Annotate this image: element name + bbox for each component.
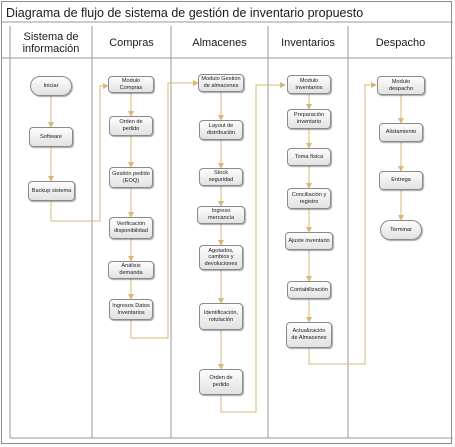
connector-almacenes-inventarios (220, 82, 286, 413)
node-modulo-inventarios: Modulo inventarios (287, 75, 331, 94)
node-layout-distribucion: Layout de distribución (199, 120, 243, 140)
node-entrega: Entrega (379, 171, 423, 190)
node-contabilizacion: Contabilización (287, 281, 331, 299)
node-gestion-pedido: Gestión pedido (EOQ) (109, 167, 153, 188)
node-ingreso-mercancia: Ingreso mercancía (197, 206, 245, 224)
node-preparacion-inventario: Preparación inventario (287, 109, 331, 129)
node-backup-sistema: Backup sistema (28, 181, 75, 201)
diagram-title: Diagrama de flujo de sistema de gestión … (6, 6, 364, 20)
node-toma-fisica: Toma física (287, 148, 331, 166)
lane-header-despacho: Despacho (375, 36, 426, 49)
node-verificacion-disponibilidad: Verificación disponibilidad (109, 217, 153, 239)
node-orden-pedido-compras: Orden de pedido (109, 116, 153, 136)
node-orden-pedido-almacenes: Orden de pedido (199, 369, 243, 395)
connector-compras-almacenes (130, 80, 199, 339)
node-agotados-cambios-devoluciones: Agotados, cambios y devoluciones (199, 245, 243, 270)
node-software: Software (29, 127, 73, 147)
connector-inventarios-despacho (308, 82, 377, 365)
node-modulo-gestion-almacenes: Modulo Gestión de almacenes (198, 74, 244, 92)
node-analisis-demanda: Análisis demanda (108, 261, 154, 279)
node-modulo-compras: Modulo Compras (108, 76, 154, 93)
node-stock-seguridad: Stock seguridad (199, 168, 243, 186)
lane-header-sistema-informacion: Sistema de información (22, 30, 80, 55)
lane-header-inventarios: Inventarios (281, 36, 335, 49)
node-iniciar: Iniciar (30, 76, 72, 96)
connector-backup-compras (50, 83, 109, 222)
node-conciliacion-registro: Conciliación y registro (287, 188, 331, 209)
node-alistamiento: Alistamiento (379, 123, 423, 142)
node-terminar: Terminar (380, 220, 422, 240)
node-identificacion-rotulacion: Identificación, rotulación (199, 303, 243, 330)
node-modulo-despacho: Modulo despacho (377, 76, 425, 95)
lane-header-almacenes: Almacenes (192, 36, 247, 49)
lane-header-compras: Compras (109, 36, 154, 49)
node-ingresos-datos-inventarios: Ingresos Datos Inventarios (109, 299, 153, 320)
node-actualizacion-almacenes: Actualización de Almacenes (286, 322, 332, 348)
node-ajuste-inventario: Ajuste inventario (285, 232, 333, 250)
